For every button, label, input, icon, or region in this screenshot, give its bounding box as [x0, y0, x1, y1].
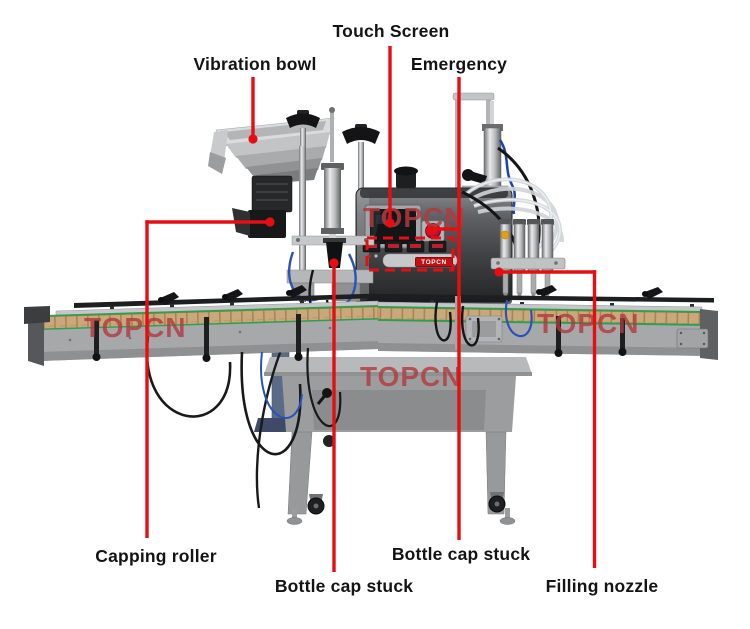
- dot-filling-nozzle: [494, 267, 504, 277]
- filling-nozzles: [461, 177, 566, 300]
- label-capping-roller: Capping roller: [95, 546, 217, 566]
- label-vibration-bowl: Vibration bowl: [193, 54, 317, 74]
- dot-cap-stuck-center: [329, 258, 339, 268]
- dot-vibration-bowl: [248, 134, 258, 144]
- highlight-dashed-box: [365, 236, 455, 272]
- dot-emergency: [426, 225, 436, 235]
- brand-logo-plate: TOPCN: [415, 257, 453, 267]
- conveyor-left: [24, 285, 379, 456]
- label-bottle-cap-stuck-center: Bottle cap stuck: [274, 576, 414, 596]
- label-bottle-cap-stuck-right: Bottle cap stuck: [391, 544, 531, 564]
- dot-capping-roller: [265, 217, 275, 227]
- dot-touch-screen: [385, 218, 395, 228]
- label-filling-nozzle: Filling nozzle: [545, 576, 659, 596]
- label-touch-screen: Touch Screen: [332, 21, 450, 41]
- machine-body: [355, 166, 513, 304]
- label-emergency: Emergency: [410, 54, 508, 74]
- capping-station: [286, 146, 375, 321]
